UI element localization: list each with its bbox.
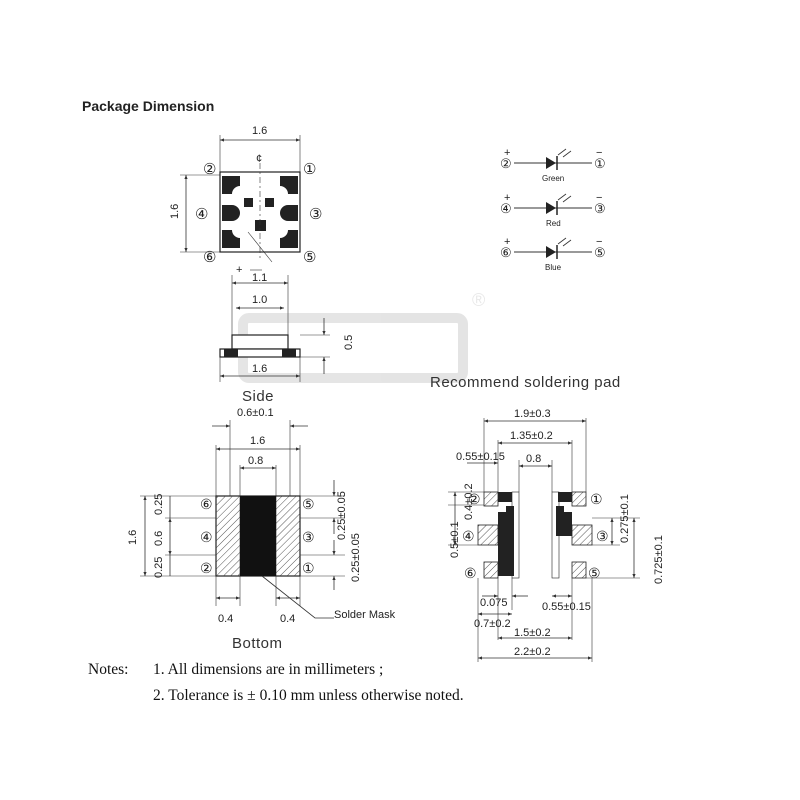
bottom-pin-1: ① — [302, 560, 315, 576]
svg-text:+: + — [504, 147, 510, 159]
top-pin-5: ⑤ — [303, 249, 316, 266]
led-green-label: Green — [542, 174, 564, 183]
side-dim-1: 1.1 — [252, 272, 267, 284]
pad-dim-1-5: 1.5±0.2 — [514, 627, 551, 639]
bottom-pin-3: ③ — [302, 529, 315, 545]
side-view: 1.1 1.0 0.5 1.6 Side — [219, 272, 355, 405]
pad-dim-1-35: 1.35±0.2 — [510, 430, 553, 442]
bottom-dim-0-6: 0.6±0.1 — [237, 407, 274, 419]
svg-text:①: ① — [594, 156, 606, 171]
pad-pin-2: ② — [468, 491, 481, 507]
pad-pin-5: ⑤ — [588, 565, 601, 581]
pad-dim-0-075: 0.075 — [480, 597, 508, 609]
top-pin-4: ④ — [195, 206, 208, 223]
pad-dim-0-8: 0.8 — [526, 453, 541, 465]
svg-text:−: − — [596, 192, 602, 204]
pad-pin-3: ③ — [596, 528, 609, 544]
pad-dim-0-55-bottom: 0.55±0.15 — [542, 601, 591, 613]
pad-pin-4: ④ — [462, 528, 475, 544]
pad-dim-0-5: 0.5±0.1 — [449, 521, 461, 558]
pad-dim-0-725: 0.725±0.1 — [653, 535, 665, 584]
svg-text:④: ④ — [500, 201, 512, 216]
top-height-dim: 1.6 — [169, 204, 181, 219]
side-dim-2: 1.0 — [252, 294, 267, 306]
bottom-dim-right-2: 0.25±0.05 — [350, 533, 362, 582]
pad-dim-1-9: 1.9±0.3 — [514, 408, 551, 420]
note-2: 2. Tolerance is ± 0.10 mm unless otherwi… — [153, 687, 464, 704]
led-schematic: + − ② ① Green + − ④ ③ Re — [500, 147, 606, 272]
pad-dim-0-55-top: 0.55±0.15 — [456, 451, 505, 463]
solder-mask-label: Solder Mask — [334, 609, 396, 621]
bottom-pin-2: ② — [200, 560, 213, 576]
bottom-dim-0-4a: 0.4 — [218, 613, 233, 625]
bottom-dim-1-6: 1.6 — [250, 435, 265, 447]
top-pin-3: ③ — [309, 206, 322, 223]
svg-text:⑥: ⑥ — [500, 245, 512, 260]
bottom-dim-left-0-25a: 0.25 — [153, 494, 165, 515]
svg-text:+: + — [504, 236, 510, 248]
svg-text:⑤: ⑤ — [594, 245, 606, 260]
pad-dim-2-2: 2.2±0.2 — [514, 646, 551, 658]
top-pin-1: ① — [303, 161, 316, 178]
watermark-registered-mark: ® — [472, 290, 485, 310]
bottom-dim-left-0-6: 0.6 — [153, 531, 165, 546]
pad-dim-0-275: 0.275±0.1 — [619, 494, 631, 543]
svg-text:+: + — [504, 192, 510, 204]
bottom-dim-0-4b: 0.4 — [280, 613, 295, 625]
bottom-view-label: Bottom — [232, 635, 283, 652]
led-blue-label: Blue — [545, 263, 562, 272]
bottom-dim-left-0-25b: 0.25 — [153, 557, 165, 578]
led-red-label: Red — [546, 219, 561, 228]
bottom-dim-left-1-6: 1.6 — [127, 530, 139, 545]
page-title: Package Dimension — [82, 98, 215, 114]
soldering-pad-title: Recommend soldering pad — [430, 374, 621, 391]
svg-text:③: ③ — [594, 201, 606, 216]
svg-text:②: ② — [500, 156, 512, 171]
pad-dim-0-7: 0.7±0.2 — [474, 618, 511, 630]
led-green: + − ② ① Green — [500, 147, 606, 183]
note-1: 1. All dimensions are in millimeters ; — [153, 661, 384, 678]
bottom-view: 0.6±0.1 1.6 0.8 ⑥ ⑤ ④ ③ ② ① 1.6 0.25 — [127, 407, 396, 652]
pad-pin-6: ⑥ — [464, 565, 477, 581]
side-dim-4: 1.6 — [252, 363, 267, 375]
soldering-pad-view: Recommend soldering pad 1.9±0.3 1.35±0.2… — [430, 374, 665, 662]
notes-heading: Notes: — [88, 661, 129, 678]
led-blue: + − ⑥ ⑤ Blue — [500, 236, 606, 272]
led-red: + − ④ ③ Red — [500, 192, 606, 228]
center-mark: ¢ — [256, 153, 262, 165]
pad-pin-1: ① — [590, 491, 603, 507]
bottom-pin-5: ⑤ — [302, 496, 315, 512]
top-view: 1.6 1.6 ¢ ② ① ④ ③ ⑥ ⑤ + — [169, 125, 322, 276]
svg-text:−: − — [596, 147, 602, 159]
bottom-pin-6: ⑥ — [200, 496, 213, 512]
top-pin-mark: + — [236, 264, 242, 276]
bottom-pin-4: ④ — [200, 529, 213, 545]
bottom-dim-right-1: 0.25±0.05 — [336, 491, 348, 540]
side-dim-3: 0.5 — [343, 335, 355, 350]
bottom-dim-0-8: 0.8 — [248, 455, 263, 467]
side-view-label: Side — [242, 388, 274, 405]
top-pin-6: ⑥ — [203, 249, 216, 266]
top-pin-2: ② — [203, 161, 216, 178]
svg-text:−: − — [596, 236, 602, 248]
watermark-logo: ® — [238, 290, 485, 383]
pad-dim-0-4: 0.4±0.2 — [463, 483, 475, 520]
top-width-dim: 1.6 — [252, 125, 267, 137]
